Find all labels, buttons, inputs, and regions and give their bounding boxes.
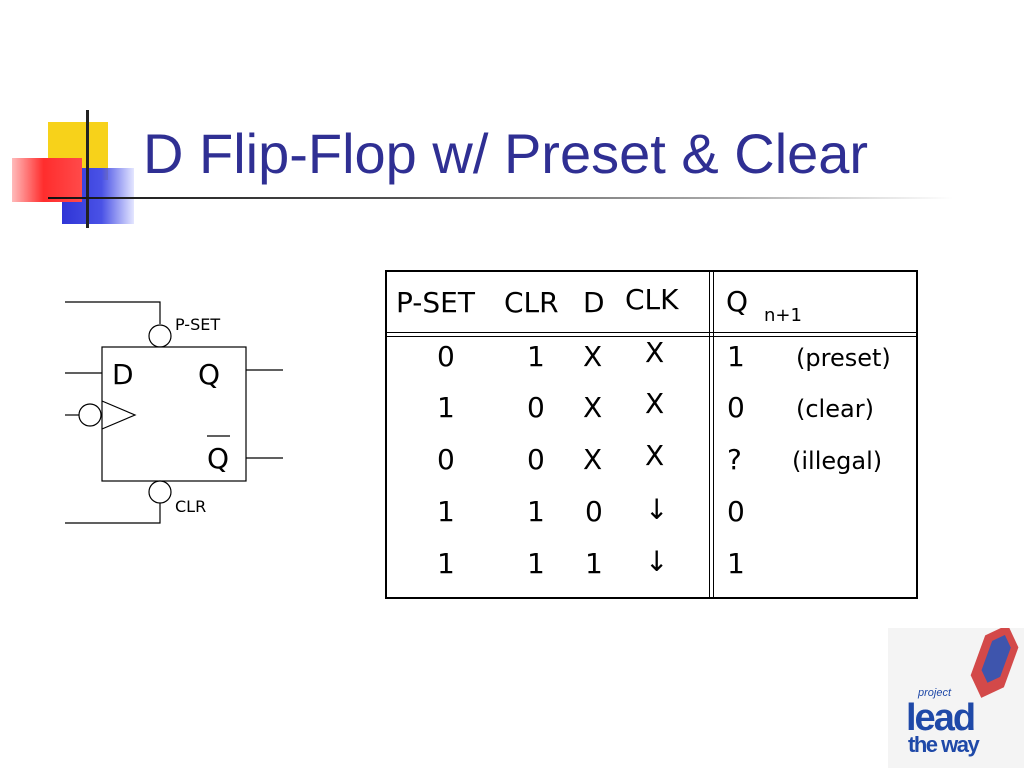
header-d: D: [583, 286, 605, 319]
row3-clk: X: [645, 439, 665, 472]
row1-clk: X: [645, 336, 665, 369]
d-label: D: [112, 358, 134, 391]
row3-q: ?: [727, 443, 742, 476]
row3-pset: 0: [437, 443, 455, 476]
row1-clr: 1: [527, 340, 545, 373]
row5-pset: 1: [437, 547, 455, 580]
project-lead-the-way-logo-icon: project lead the way: [888, 628, 1024, 768]
logo-project-text: project: [917, 687, 952, 699]
logo-lead-text: lead: [906, 697, 974, 739]
row3-d: X: [583, 443, 603, 476]
decorative-vertical-line: [86, 110, 89, 228]
row5-d: 1: [585, 547, 603, 580]
truth-table-divider-horizontal: [385, 332, 918, 337]
header-q-subscript: n+1: [764, 305, 802, 326]
slide-title: D Flip-Flop w/ Preset & Clear: [143, 122, 869, 185]
row5-clk-falling-arrow-icon: ↓: [645, 545, 669, 578]
clk-triangle: [101, 400, 137, 430]
header-q: Q: [726, 285, 749, 318]
clr-label: CLR: [175, 497, 206, 516]
pset-label: P-SET: [175, 315, 220, 334]
clr-bubble: [148, 480, 172, 504]
row3-note: (illegal): [792, 447, 883, 475]
row3-clr: 0: [527, 443, 545, 476]
truth-table-divider-vertical: [709, 270, 714, 599]
header-pset: P-SET: [396, 286, 475, 319]
clk-bubble: [78, 403, 102, 427]
pset-bubble: [148, 324, 172, 348]
flip-flop-body: [101, 346, 247, 482]
flip-flop-symbol: P-SET D Q Q CLR: [65, 301, 283, 524]
row4-pset: 1: [437, 495, 455, 528]
decorative-red-square: [12, 158, 82, 202]
header-clk: CLK: [625, 283, 679, 316]
title-underline: [48, 197, 953, 199]
row1-pset: 0: [437, 340, 455, 373]
row2-q: 0: [727, 391, 745, 424]
row2-clk: X: [645, 387, 665, 420]
row5-q: 1: [727, 547, 745, 580]
qbar-label: Q: [207, 442, 229, 475]
row1-d: X: [583, 340, 603, 373]
row2-clr: 0: [527, 391, 545, 424]
header-clr: CLR: [504, 286, 559, 319]
row5-clr: 1: [527, 547, 545, 580]
row4-clr: 1: [527, 495, 545, 528]
row2-pset: 1: [437, 391, 455, 424]
row2-d: X: [583, 391, 603, 424]
truth-table: [385, 270, 918, 599]
pset-wire: [65, 301, 161, 324]
row4-d: 0: [585, 495, 603, 528]
row4-clk-falling-arrow-icon: ↓: [645, 493, 669, 526]
q-label: Q: [198, 358, 220, 391]
row1-q: 1: [727, 340, 745, 373]
row4-q: 0: [727, 495, 745, 528]
row2-note: (clear): [796, 395, 874, 423]
clr-wire: [65, 503, 161, 524]
logo-theway-text: the way: [908, 732, 980, 757]
row1-note: (preset): [796, 344, 891, 372]
